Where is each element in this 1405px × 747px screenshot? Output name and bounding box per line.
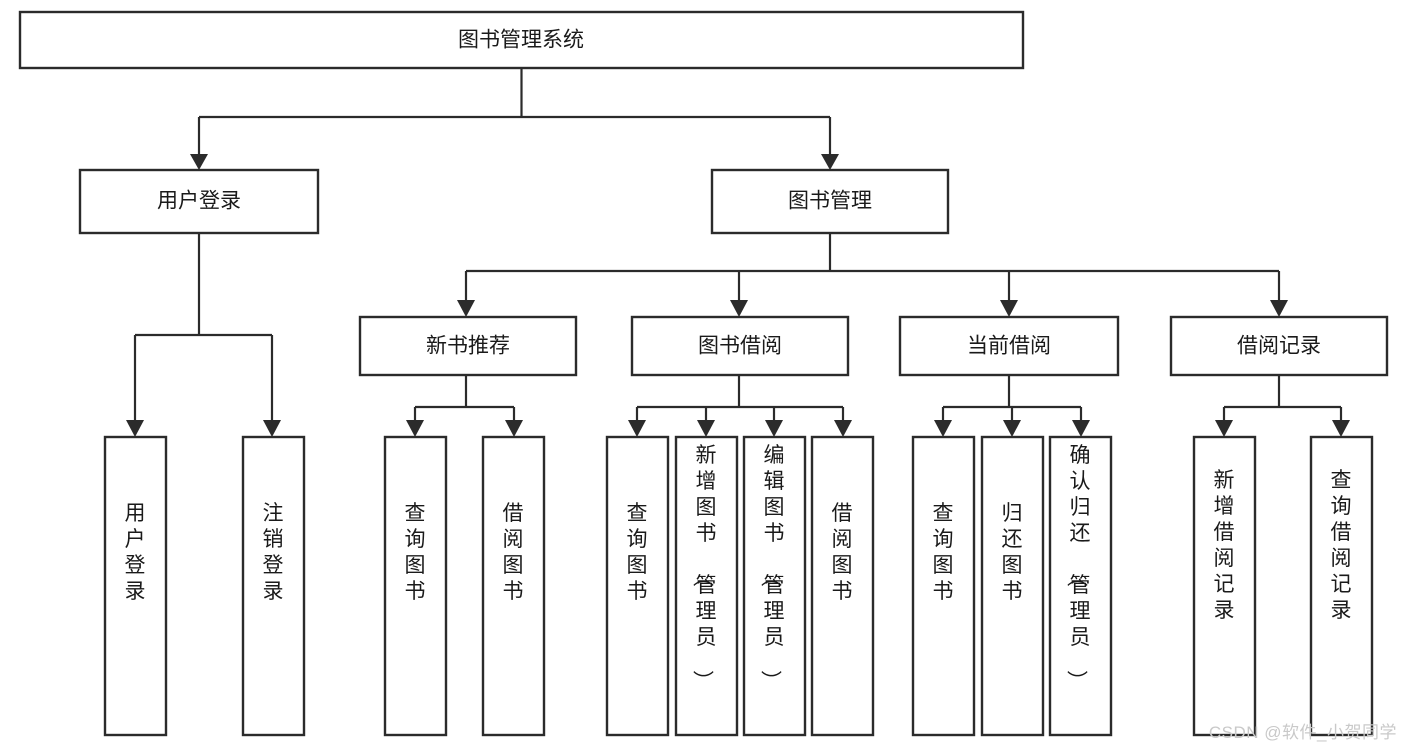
node-leaf-box[interactable] bbox=[1048, 435, 1113, 737]
node-leaf-nbr-borrow-book[interactable]: 借阅图书 bbox=[481, 435, 546, 737]
node-leaf-box[interactable] bbox=[605, 435, 670, 737]
node-leaf-label: 查询图书 bbox=[627, 502, 648, 603]
node-leaf-box[interactable] bbox=[980, 435, 1045, 737]
arrow-head-icon bbox=[834, 420, 852, 437]
node-new-book-recommend-label: 新书推荐 bbox=[426, 335, 510, 358]
node-borrow-record-box[interactable] bbox=[1169, 315, 1389, 377]
node-leaf-br-query-record[interactable]: 查询借阅记录 bbox=[1309, 435, 1374, 737]
node-leaf-box[interactable] bbox=[742, 435, 807, 737]
arrow-head-icon bbox=[190, 154, 208, 170]
node-current-borrow-box[interactable] bbox=[898, 315, 1120, 377]
arrow-head-icon bbox=[765, 420, 783, 437]
node-leaf-box[interactable] bbox=[674, 435, 739, 737]
node-leaf-box[interactable] bbox=[1192, 435, 1257, 737]
node-leaf-label: 新增图书（管理员） bbox=[691, 444, 717, 691]
node-leaf-box[interactable] bbox=[481, 435, 546, 737]
node-new-book-recommend[interactable]: 新书推荐 bbox=[358, 315, 578, 377]
node-root-label: 图书管理系统 bbox=[458, 29, 584, 52]
node-book-management[interactable]: 图书管理 bbox=[710, 168, 950, 235]
node-leaf-nbr-query-book[interactable]: 查询图书 bbox=[383, 435, 448, 737]
arrow-head-icon bbox=[1215, 420, 1233, 437]
node-leaf-label: 用户登录 bbox=[125, 502, 146, 603]
node-leaf-bb-query-book[interactable]: 查询图书 bbox=[605, 435, 670, 737]
node-leaf-box[interactable] bbox=[810, 435, 875, 737]
node-leaf-label: 查询图书 bbox=[405, 502, 426, 603]
arrow-head-icon bbox=[934, 420, 952, 437]
node-borrow-record-label: 借阅记录 bbox=[1237, 335, 1321, 358]
node-leaf-bb-add-book[interactable]: 新增图书（管理员） bbox=[674, 435, 739, 737]
node-leaf-bb-borrow-book[interactable]: 借阅图书 bbox=[810, 435, 875, 737]
node-root-box[interactable] bbox=[18, 10, 1025, 70]
node-book-borrow[interactable]: 图书借阅 bbox=[630, 315, 850, 377]
arrow-head-icon bbox=[1072, 420, 1090, 437]
node-leaf-cb-query-book[interactable]: 查询图书 bbox=[911, 435, 976, 737]
arrow-head-icon bbox=[697, 420, 715, 437]
node-leaf-label: 新增借阅记录 bbox=[1214, 469, 1235, 622]
csdn-watermark: CSDN @软件_小贺同学 bbox=[1208, 723, 1397, 742]
arrow-head-icon bbox=[126, 420, 144, 437]
arrow-head-icon bbox=[1270, 300, 1288, 317]
node-leaf-bb-edit-book[interactable]: 编辑图书（管理员） bbox=[742, 435, 807, 737]
node-leaf-br-add-record[interactable]: 新增借阅记录 bbox=[1192, 435, 1257, 737]
node-leaf-box[interactable] bbox=[911, 435, 976, 737]
arrow-head-icon bbox=[628, 420, 646, 437]
connectors-layer bbox=[126, 68, 1350, 437]
node-leaf-label: 注销登录 bbox=[263, 502, 284, 603]
node-root[interactable]: 图书管理系统 bbox=[18, 10, 1025, 70]
node-leaf-box[interactable] bbox=[1309, 435, 1374, 737]
arrow-head-icon bbox=[406, 420, 424, 437]
node-user-login-box[interactable] bbox=[78, 168, 320, 235]
arrow-head-icon bbox=[1332, 420, 1350, 437]
node-book-borrow-label: 图书借阅 bbox=[698, 335, 782, 358]
node-new-book-recommend-box[interactable] bbox=[358, 315, 578, 377]
arrow-head-icon bbox=[263, 420, 281, 437]
node-leaf-box[interactable] bbox=[241, 435, 306, 737]
node-current-borrow-label: 当前借阅 bbox=[967, 335, 1051, 358]
node-book-borrow-box[interactable] bbox=[630, 315, 850, 377]
node-leaf-box[interactable] bbox=[103, 435, 168, 737]
node-leaf-user-login-login[interactable]: 用户登录 bbox=[103, 435, 168, 737]
node-book-management-box[interactable] bbox=[710, 168, 950, 235]
node-leaf-cb-return-book[interactable]: 归还图书 bbox=[980, 435, 1045, 737]
node-leaf-label: 确认归还（管理员） bbox=[1065, 444, 1091, 691]
node-leaf-label: 借阅图书 bbox=[832, 502, 853, 603]
node-leaf-label: 查询借阅记录 bbox=[1331, 469, 1352, 622]
arrow-head-icon bbox=[821, 154, 839, 170]
node-leaf-label: 编辑图书（管理员） bbox=[759, 444, 785, 691]
node-user-login[interactable]: 用户登录 bbox=[78, 168, 320, 235]
node-leaf-label: 借阅图书 bbox=[503, 502, 524, 603]
node-leaf-label: 归还图书 bbox=[1002, 502, 1023, 603]
arrow-head-icon bbox=[1000, 300, 1018, 317]
arrow-head-icon bbox=[505, 420, 523, 437]
arrow-head-icon bbox=[730, 300, 748, 317]
node-book-management-label: 图书管理 bbox=[788, 190, 872, 213]
node-leaf-box[interactable] bbox=[383, 435, 448, 737]
node-leaf-cb-confirm-return[interactable]: 确认归还（管理员） bbox=[1048, 435, 1113, 737]
node-user-login-label: 用户登录 bbox=[157, 190, 241, 213]
node-leaf-user-login-logout[interactable]: 注销登录 bbox=[241, 435, 306, 737]
node-leaf-label: 查询图书 bbox=[933, 502, 954, 603]
node-current-borrow[interactable]: 当前借阅 bbox=[898, 315, 1120, 377]
arrow-head-icon bbox=[457, 300, 475, 317]
arrow-head-icon bbox=[1003, 420, 1021, 437]
node-borrow-record[interactable]: 借阅记录 bbox=[1169, 315, 1389, 377]
